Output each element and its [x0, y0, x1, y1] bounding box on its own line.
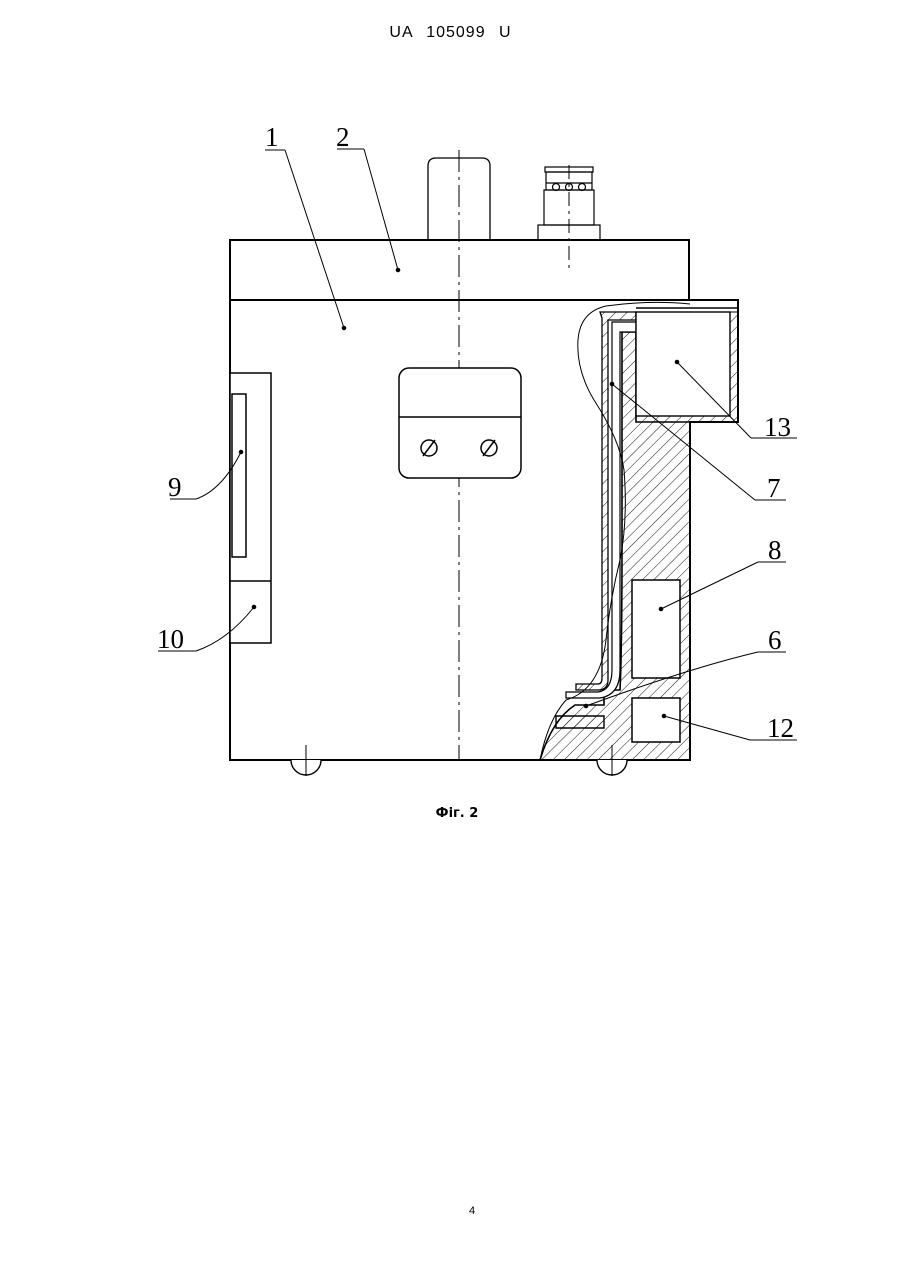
figure-caption: Фіг. 2	[0, 806, 901, 821]
side-panel-9-10	[230, 373, 271, 643]
callout-7: 7	[767, 473, 781, 503]
control-panel	[399, 368, 521, 478]
page-number: 4	[0, 1205, 901, 1217]
callout-1: 1	[265, 122, 279, 152]
block-12	[632, 698, 680, 742]
callout-10: 10	[157, 624, 184, 654]
compartment-13	[636, 308, 738, 422]
callout-6: 6	[768, 625, 782, 655]
callout-8: 8	[768, 535, 782, 565]
callout-12: 12	[767, 713, 794, 743]
callout-9: 9	[168, 472, 182, 502]
block-8	[632, 580, 680, 678]
callout-13: 13	[764, 412, 791, 442]
callout-2: 2	[336, 122, 350, 152]
